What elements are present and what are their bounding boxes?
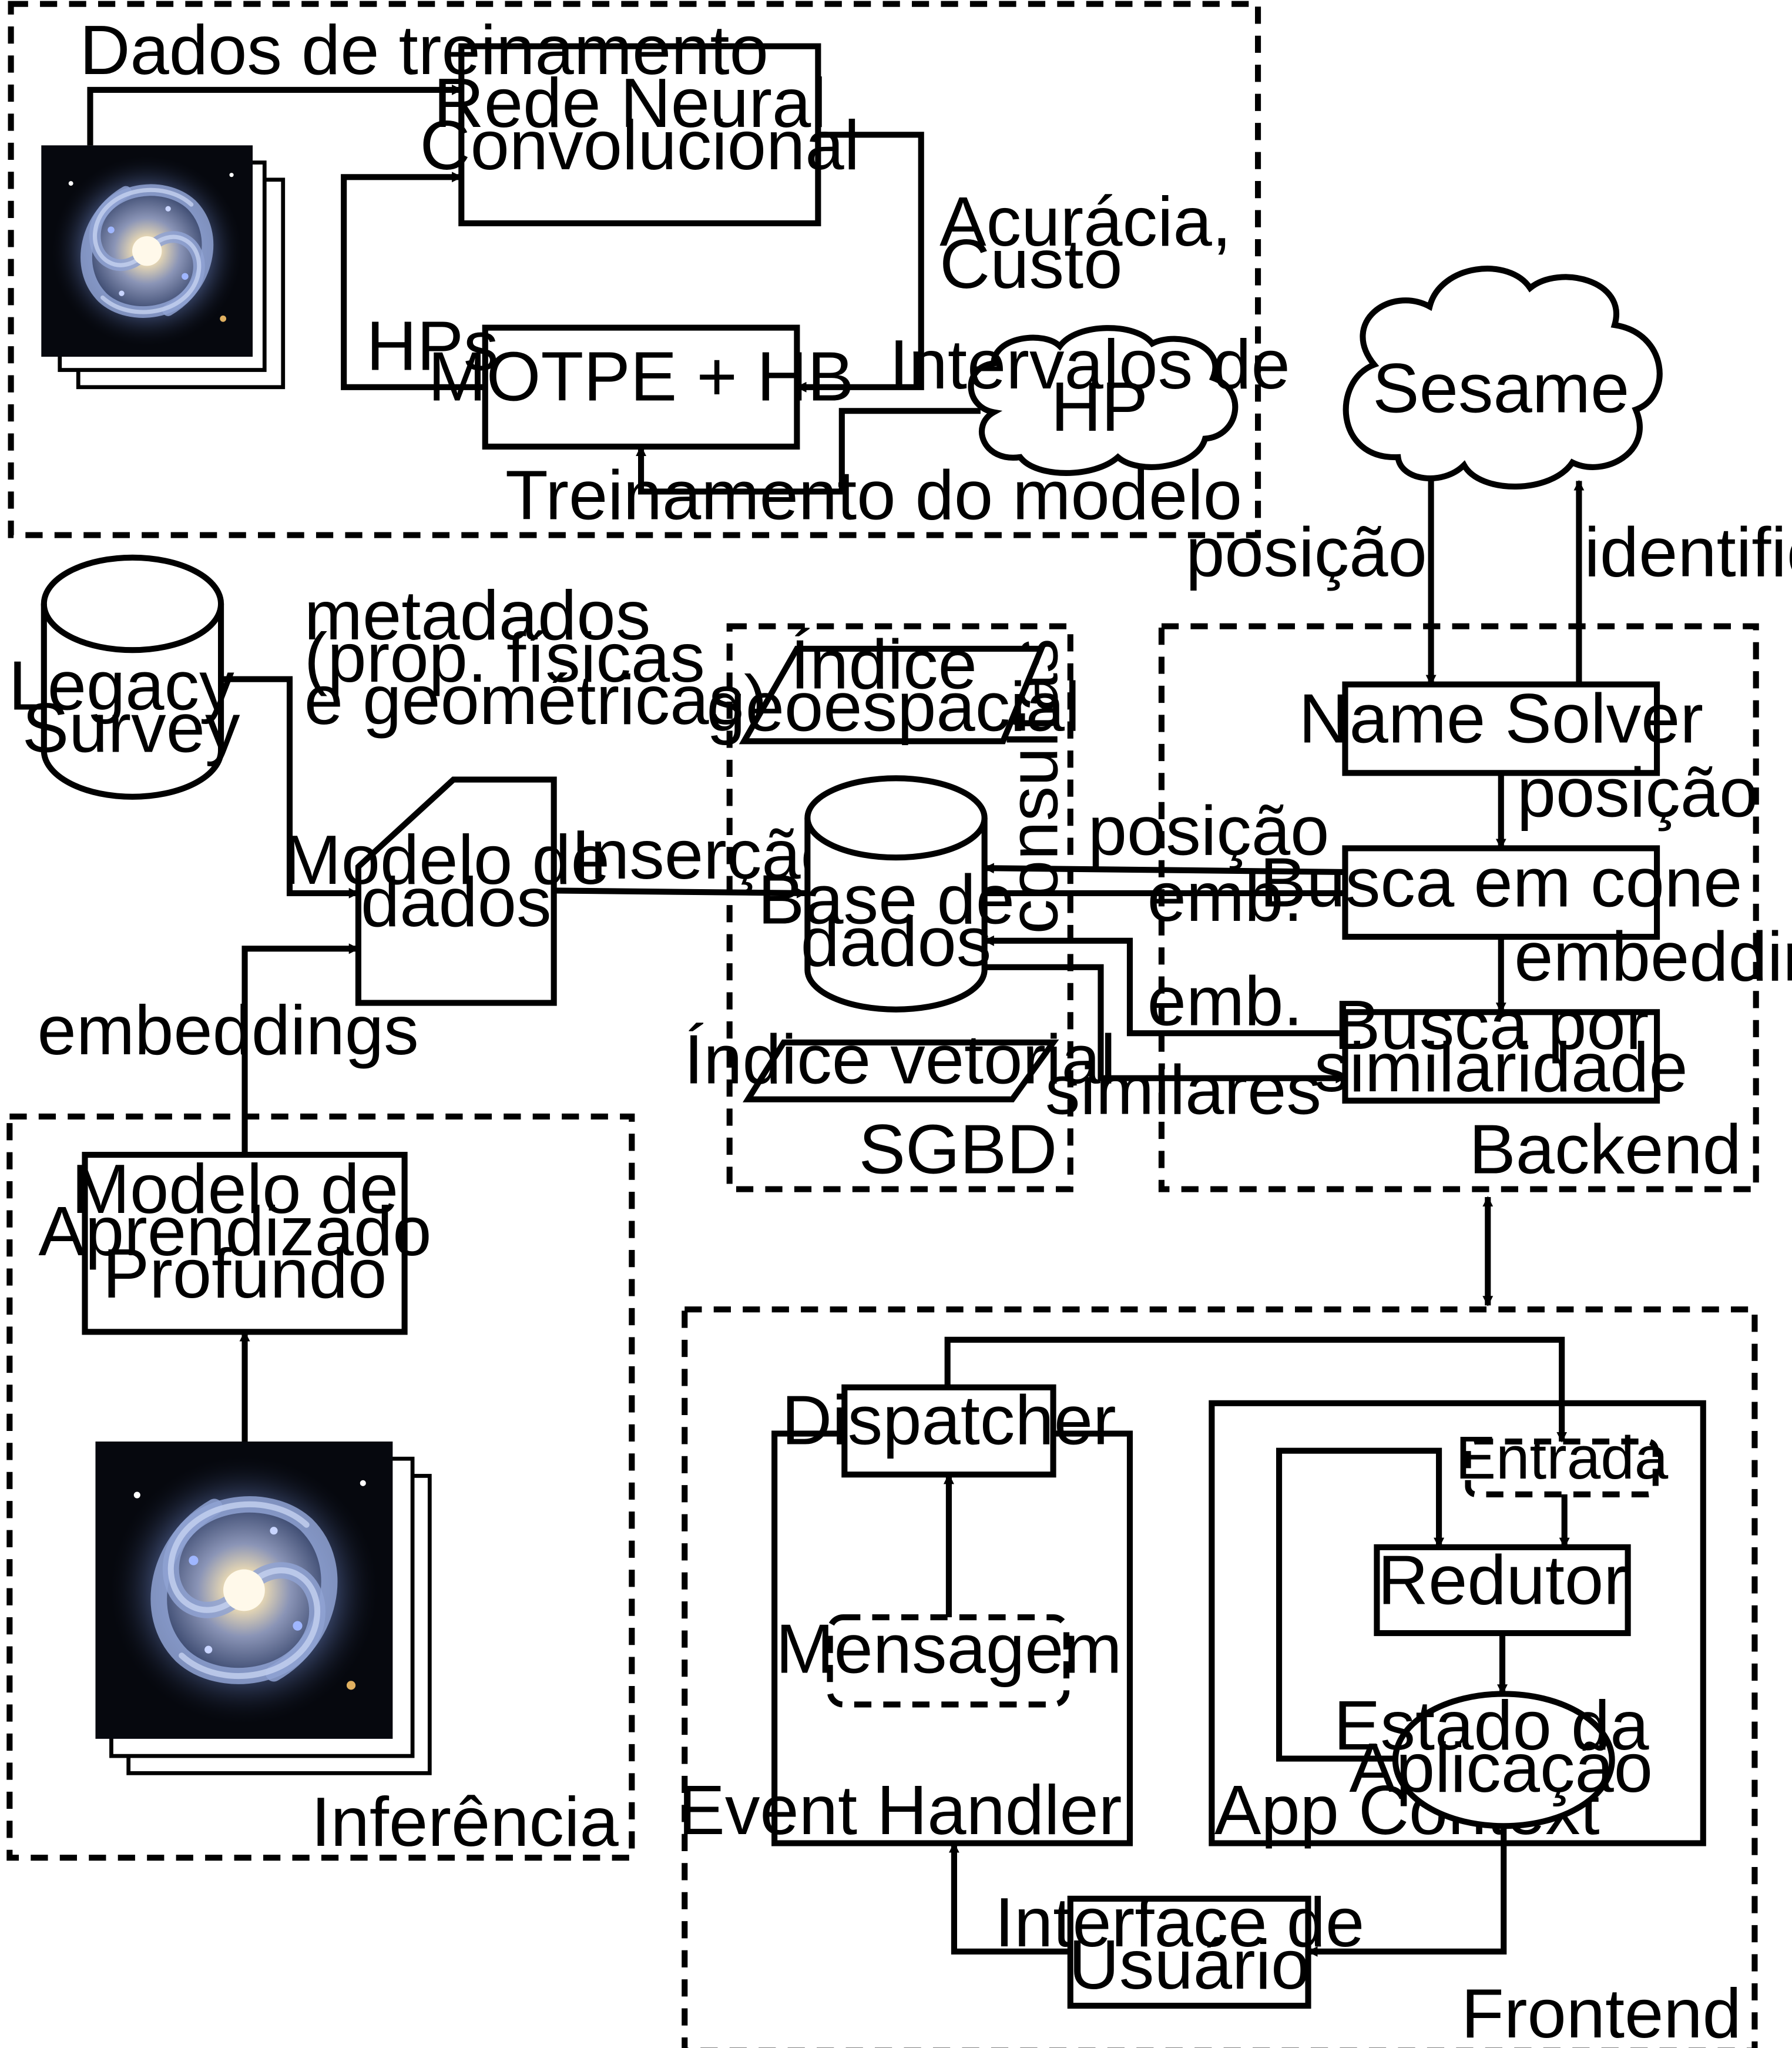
insertion-label: Inserção	[571, 816, 840, 894]
user-interface-label: Interface de Usuário	[995, 1883, 1384, 2004]
frontend-group	[682, 1306, 1758, 2048]
input-box	[1465, 1438, 1659, 1497]
deep-model-box	[82, 1152, 408, 1335]
spiral-galaxy-image	[95, 1442, 392, 1739]
ui-to-event-handler-arrow	[948, 1842, 1070, 1955]
cone-emb-label: emb.	[1147, 858, 1303, 936]
app-state-label: Estado da Aplicação	[1334, 1687, 1669, 1807]
insertion-arrow	[553, 887, 807, 899]
inference-group	[6, 1113, 635, 1861]
state-to-ui-arrow	[1307, 1826, 1507, 1957]
training-group	[8, 1, 1261, 538]
metadata-arrow	[221, 676, 360, 899]
hps-label: HPs	[366, 307, 498, 386]
hps-arrow	[341, 172, 485, 390]
training-data-label: Dados de treinamento	[79, 11, 768, 89]
geo-index-label: Índice geoespacial	[707, 625, 1080, 746]
database-label: Base de dados	[758, 861, 1034, 981]
motpe-label: MOTPE + HB	[428, 337, 854, 415]
similarity-emb-arrow	[983, 935, 1345, 1037]
geo-index-shape	[739, 645, 1046, 745]
embeddings-inference-arrow	[241, 943, 360, 1155]
inference-group-label: Inferência	[311, 1783, 619, 1861]
dispatcher-to-input-arrow	[944, 1336, 1568, 1443]
identifier-label: identificador	[1584, 513, 1792, 591]
reducer-label: Redutor	[1378, 1541, 1627, 1620]
cnn-label: Rede Neural Convolucional	[420, 64, 860, 185]
sesame-position-label: posição	[1186, 513, 1427, 591]
backend-group	[1158, 623, 1759, 1192]
deep-model-label: Modelo de Aprendizado Profundo	[38, 1150, 451, 1313]
backend-group-label: Backend	[1469, 1111, 1741, 1189]
cone-position-label: posição	[1088, 792, 1330, 870]
similarity-search-label: Busca por similaridade	[1314, 986, 1688, 1107]
vector-index-label: Índice vetorial	[684, 1021, 1116, 1099]
training-group-label: Treinamento do modelo	[505, 457, 1242, 535]
hp-ranges-cloud	[968, 325, 1239, 476]
metadata-label: metadados (prop. físicas e geométricas)	[304, 576, 767, 739]
legacy-survey-db	[41, 554, 224, 800]
sesame-cloud	[1343, 266, 1663, 490]
dbms-group-label: SGBD	[859, 1111, 1058, 1189]
message-label: Mensagem	[776, 1610, 1122, 1688]
dispatcher-label: Dispatcher	[781, 1381, 1116, 1459]
vector-index-shape	[743, 1039, 1059, 1102]
message-box	[827, 1614, 1070, 1708]
sesame-label: Sesame	[1372, 349, 1629, 427]
dbms-group	[726, 623, 1073, 1192]
spiral-galaxy-image	[41, 145, 253, 357]
training-data-arrow	[87, 84, 463, 146]
data-model-label: Modelo de dados	[283, 821, 630, 941]
accuracy-cost-label: Acurácia, Custo	[939, 183, 1251, 303]
event-handler-label: Event Handler	[678, 1771, 1122, 1849]
cone-position-arrow	[983, 863, 1345, 875]
state-to-reducer-arrow	[1276, 1447, 1445, 1762]
hp-ranges-arrow	[636, 408, 981, 495]
accuracy-cost-arrow	[796, 132, 924, 393]
similar-arrow	[984, 964, 1347, 1084]
cone-search-label: Busca em cone	[1260, 843, 1742, 921]
embeddings-inference-label: embeddings	[38, 991, 419, 1070]
inference-image-stack	[95, 1442, 432, 1775]
cnn-box	[458, 43, 821, 227]
reducer-box	[1374, 1544, 1631, 1637]
solver-position-label: posição	[1517, 754, 1759, 832]
hp-ranges-label: Intervalos de HP	[890, 326, 1310, 446]
name-solver-label: Name Solver	[1298, 680, 1703, 758]
similarity-emb-label: emb.	[1147, 963, 1303, 1041]
similar-label: similares	[1045, 1051, 1321, 1129]
training-image-stack	[41, 145, 286, 390]
legacy-survey-label: Legacy Survey	[9, 646, 254, 767]
database-cylinder	[804, 775, 988, 1013]
embeddings-backend-label: embeddings	[1514, 917, 1792, 995]
frontend-group-label: Frontend	[1461, 1975, 1741, 2048]
name-solver-box	[1342, 681, 1660, 776]
